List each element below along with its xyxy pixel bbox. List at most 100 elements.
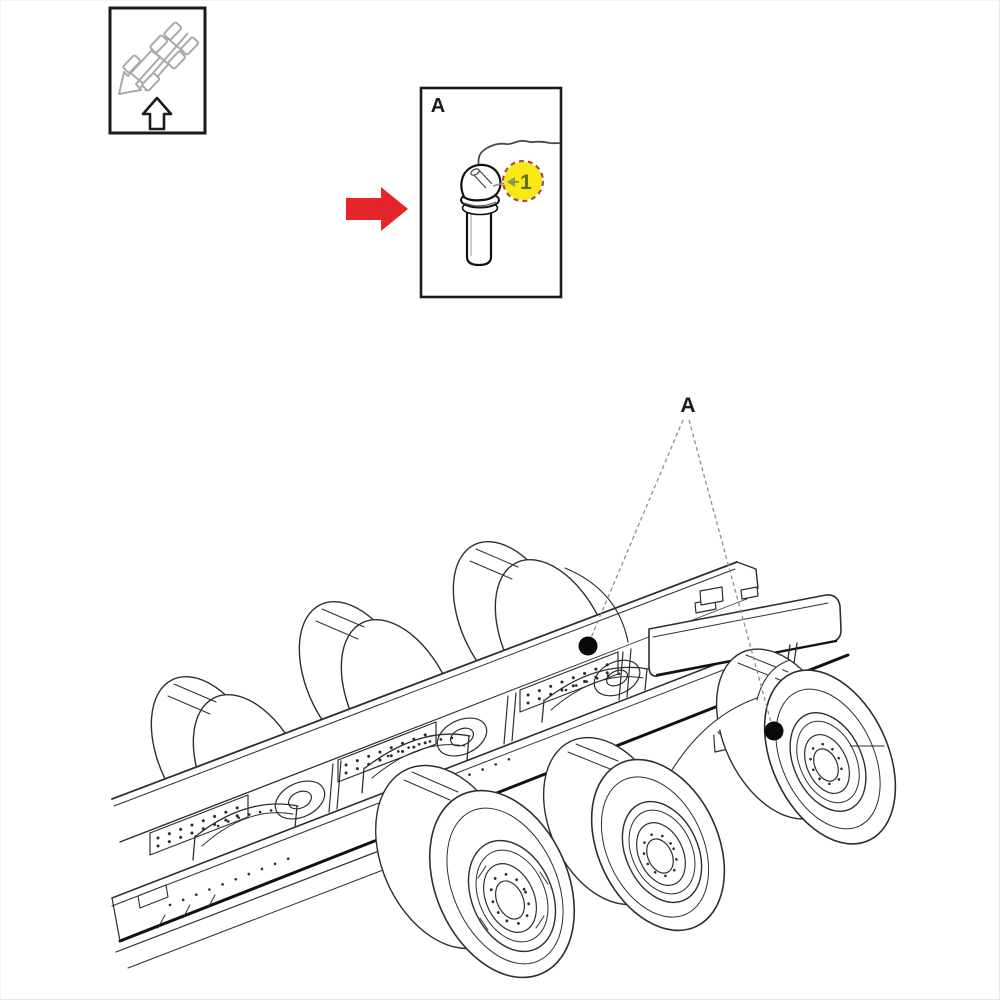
rail-edge xyxy=(111,561,738,800)
suspension-arches xyxy=(192,666,649,861)
lower-flange-line xyxy=(127,851,431,969)
arch-rivets xyxy=(564,671,630,692)
gusset-plate xyxy=(337,721,437,783)
schematic-wheel xyxy=(167,50,187,70)
near-rail-face xyxy=(112,617,848,943)
rear-plate xyxy=(648,594,842,677)
location-marker-dot xyxy=(578,636,598,656)
end-bracket xyxy=(699,586,724,606)
up-arrow-icon xyxy=(141,96,173,131)
arch-rivets xyxy=(216,808,278,828)
sensor-head-detail xyxy=(477,168,493,185)
rail-edge xyxy=(119,599,746,843)
callout-1-dashed-ring xyxy=(501,159,545,203)
gusset-plate xyxy=(149,794,249,856)
tread-line xyxy=(173,683,217,703)
arch-leg xyxy=(644,668,648,691)
arch-leg xyxy=(466,735,470,761)
schematic-wheel xyxy=(141,72,161,92)
callout-1-fill[interactable] xyxy=(504,162,542,200)
axle-drums xyxy=(274,659,641,820)
web-tick xyxy=(207,894,216,909)
drum-hub xyxy=(450,727,474,747)
tread-line xyxy=(411,771,459,793)
post xyxy=(511,692,517,742)
arch xyxy=(195,803,299,837)
red-pointer-arrow-icon xyxy=(346,187,408,231)
spoke-line xyxy=(479,917,489,931)
callout-leader-line xyxy=(492,182,505,187)
leader-line xyxy=(589,419,684,641)
leader-line xyxy=(688,419,773,727)
arch-leg xyxy=(361,767,365,794)
orientation-thumbnail xyxy=(108,6,207,135)
tread-line xyxy=(575,743,619,762)
callout-1-pointer-icon xyxy=(507,177,515,187)
spoke-line xyxy=(535,915,545,929)
web-tick xyxy=(182,904,191,919)
drum xyxy=(593,659,641,697)
figure-label-A: A xyxy=(680,394,695,417)
detail-box-label: A xyxy=(431,95,445,117)
web-tick xyxy=(157,914,166,929)
hub xyxy=(646,838,674,874)
tread-line xyxy=(403,779,451,801)
rail-edge xyxy=(111,624,841,907)
tread-line xyxy=(167,695,211,715)
fender-curve xyxy=(671,697,758,771)
near-wheel-front xyxy=(374,764,576,979)
arch-leg xyxy=(294,805,298,829)
tread-line xyxy=(475,548,519,568)
far-frame-rail xyxy=(111,561,760,843)
orientation-direction-arrow-icon xyxy=(118,49,161,95)
drum-hub xyxy=(288,790,312,810)
spoke-line xyxy=(539,871,549,885)
chassis-illustration xyxy=(111,540,897,979)
arch xyxy=(201,812,294,847)
arch-leg xyxy=(192,835,196,861)
schematic-wheel xyxy=(163,21,183,41)
sensor-thread-line xyxy=(463,201,497,207)
sensor-cable xyxy=(477,139,561,169)
schematic-wheel xyxy=(180,36,200,56)
tread-line xyxy=(567,751,611,770)
drum-hub xyxy=(606,669,628,687)
rail-edge xyxy=(113,568,736,807)
gusset-plates xyxy=(149,651,619,856)
speed-sensor xyxy=(460,163,502,267)
arch xyxy=(364,733,471,769)
arch xyxy=(544,666,649,701)
sensor-head-port xyxy=(470,168,480,176)
location-marker-dot xyxy=(764,721,784,741)
arch-leg xyxy=(541,699,545,723)
hub xyxy=(813,748,839,782)
tread-line xyxy=(315,620,359,640)
arch-rivets xyxy=(386,736,454,758)
figure-callout-A: A xyxy=(578,394,784,741)
tread-line xyxy=(321,608,365,628)
spoke-line xyxy=(477,865,487,879)
arch xyxy=(550,676,644,711)
post xyxy=(626,648,632,698)
drum xyxy=(274,780,326,820)
fender-curve xyxy=(756,659,791,701)
detail-box: A 1 xyxy=(419,86,563,299)
post xyxy=(503,695,509,745)
cross-posts xyxy=(328,648,632,813)
rail-foot-bracket xyxy=(137,884,169,909)
post xyxy=(336,760,342,810)
callout-1-number: 1 xyxy=(520,171,532,194)
hub xyxy=(495,880,525,920)
post xyxy=(328,763,334,813)
orientation-chassis-schematic xyxy=(118,21,200,95)
rail-left-cap xyxy=(111,897,121,942)
sensor-cylinder-body xyxy=(465,209,493,267)
callout-1-marker[interactable]: 1 xyxy=(501,159,545,203)
drum xyxy=(436,717,488,757)
tread-line xyxy=(469,560,513,580)
far-rail-face xyxy=(112,562,760,843)
rear-plate-top-line xyxy=(652,602,829,638)
near-wheel-middle xyxy=(542,736,726,932)
